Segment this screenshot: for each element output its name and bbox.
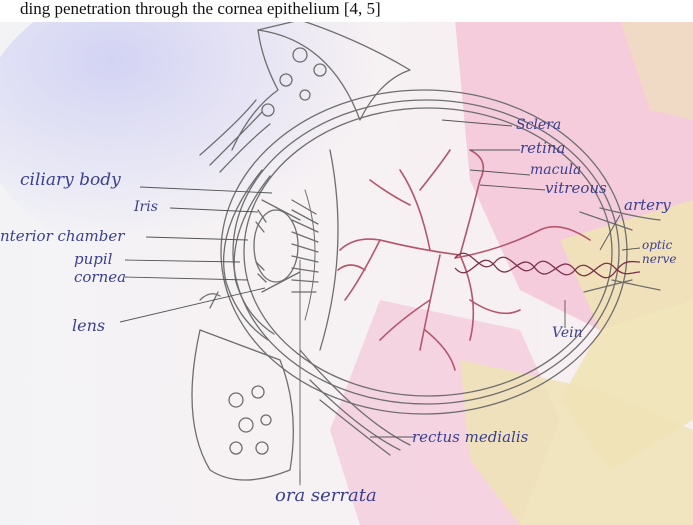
label-optic-nerve: optic nerve [642,238,690,266]
label-pupil: pupil [74,252,112,267]
label-vitreous: vitreous [545,181,607,196]
label-artery: artery [624,198,671,213]
label-iris: Iris [134,200,158,214]
label-cornea: cornea [74,270,126,285]
label-rectus-medialis: rectus medialis [412,430,528,445]
label-anterior-chamber: nterior chamber [0,229,124,244]
caption-text: ding penetration through the cornea epit… [0,0,693,22]
label-ora-serrata: ora serrata [275,487,377,505]
label-retina: retina [520,141,565,156]
label-ciliary-body: ciliary body [20,172,121,189]
label-sclera: Sclera [516,118,561,132]
label-lens: lens [72,318,105,334]
label-vein: Vein [552,326,583,340]
label-macula: macula [530,163,581,177]
